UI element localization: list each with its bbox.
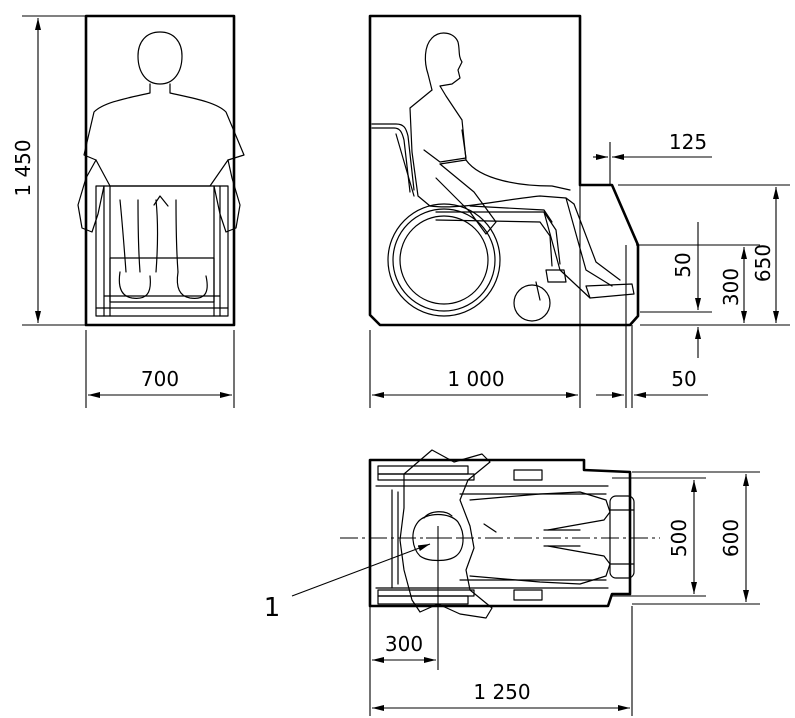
toe-gap-dimension: 50 [640,222,712,358]
side-large-wheel [387,203,501,317]
front-view-wheelchair [95,185,229,317]
front-height-label: 1 450 [11,139,35,196]
footrest-height-dimension: 650 [618,184,790,326]
toe-height-label: 300 [719,268,743,306]
side-length-dimension: 1 000 [369,185,581,408]
toe-clearance-label: 50 [671,367,696,391]
footrest-height-label: 650 [751,244,775,282]
front-view-envelope [84,14,236,327]
side-caster-wheel [513,284,551,322]
toe-projection-dimension: 125 [593,130,712,185]
plan-outer-width-label: 600 [719,519,743,557]
plan-outer-width-dimension: 600 [632,471,760,605]
plan-view-person [399,449,611,619]
toe-gap-label: 50 [671,252,695,277]
plan-view: 1 500 600 300 1 250 [264,449,760,716]
toe-projection-label: 125 [669,130,707,154]
side-view: 1 000 125 650 50 300 [368,14,790,408]
plan-inner-width-dimension: 500 [612,477,706,597]
front-view: 1 450 700 [11,14,245,408]
plan-view-envelope [368,458,632,608]
center-of-gravity-marker [426,526,450,550]
front-height-dimension: 1 450 [11,15,86,326]
plan-view-wheelchair [375,465,635,605]
side-view-wheelchair [371,123,591,322]
plan-length-dimension: 1 250 [369,606,633,716]
side-view-envelope [368,14,640,327]
center-of-gravity-callout: 1 [264,543,431,623]
toe-clearance-dimension: 50 [596,245,708,408]
toe-height-dimension: 300 [636,244,760,323]
plan-center-offset-dimension: 300 [372,550,439,670]
side-length-label: 1 000 [447,367,504,391]
front-view-person [77,31,245,299]
center-of-gravity-callout-label: 1 [264,593,281,623]
plan-length-label: 1 250 [473,680,530,704]
front-width-dimension: 700 [85,330,235,408]
side-view-person [409,32,635,299]
plan-center-offset-label: 300 [385,632,423,656]
front-width-label: 700 [141,367,179,391]
plan-inner-width-label: 500 [667,519,691,557]
